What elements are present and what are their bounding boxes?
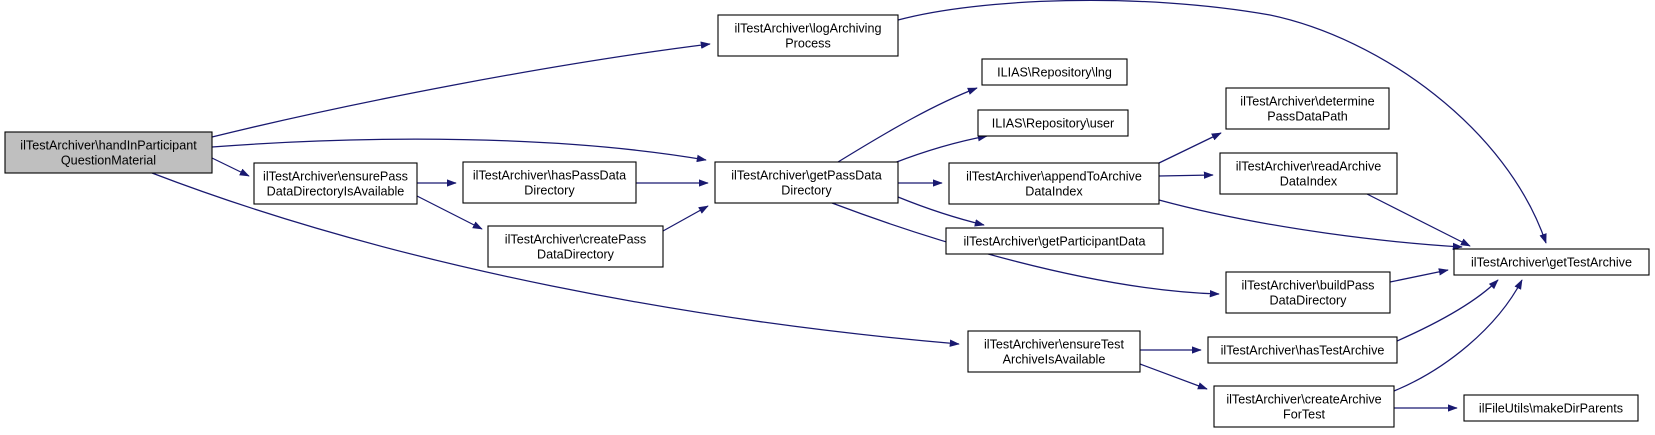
- node-getParticipantData[interactable]: ilTestArchiver\getParticipantData: [945, 227, 1164, 255]
- node-box-hasTestArchive[interactable]: [1207, 336, 1398, 364]
- node-label-buildPassDataDirectory-line2: DataDirectory: [1270, 294, 1348, 308]
- node-box-ilias-repository-user[interactable]: [977, 109, 1129, 137]
- edge-handInParticipantQuestionMaterial--ensurePassDataDirectoryIsAvailable: [211, 157, 250, 177]
- node-label-logArchivingProcess-line1: ilTestArchiver\logArchiving: [735, 22, 882, 36]
- edge-appendToArchiveDataIndex--readArchiveDataIndex: [1158, 171, 1214, 179]
- edge-ensurePassDataDirectoryIsAvailable--createPassDataDirectory: [416, 195, 483, 230]
- edge-readArchiveDataIndex--getTestArchive: [1366, 193, 1471, 247]
- node-label-createArchiveForTest-line2: ForTest: [1283, 408, 1325, 422]
- edge-appendToArchiveDataIndex--getTestArchive: [1158, 199, 1463, 251]
- node-label-determinePassDataPath-line2: PassDataPath: [1267, 110, 1348, 124]
- node-label-getTestArchive-line1: ilTestArchiver\getTestArchive: [1471, 256, 1632, 270]
- edge-getPassDataDirectory--buildPassDataDirectory: [831, 202, 1220, 298]
- node-box-ensureTestArchiveIsAvailable[interactable]: [967, 330, 1141, 373]
- edge-appendToArchiveDataIndex--determinePassDataPath: [1158, 132, 1222, 164]
- node-ensurePassDataDirectoryIsAvailable[interactable]: ilTestArchiver\ensurePassDataDirectoryIs…: [253, 162, 418, 205]
- node-box-readArchiveDataIndex[interactable]: [1219, 152, 1398, 195]
- node-label-createPassDataDirectory-line1: ilTestArchiver\createPass: [505, 233, 646, 247]
- node-getTestArchive[interactable]: ilTestArchiver\getTestArchive: [1453, 248, 1650, 276]
- node-box-createPassDataDirectory[interactable]: [487, 225, 664, 268]
- node-ilias-repository-lng[interactable]: ILIAS\Repository\lng: [981, 58, 1128, 86]
- node-box-getParticipantData[interactable]: [945, 227, 1164, 255]
- node-box-buildPassDataDirectory[interactable]: [1225, 271, 1391, 314]
- node-hasTestArchive[interactable]: ilTestArchiver\hasTestArchive: [1207, 336, 1398, 364]
- node-label-ensurePassDataDirectoryIsAvailable-line1: ilTestArchiver\ensurePass: [263, 170, 408, 184]
- node-box-hasPassDataDirectory[interactable]: [462, 161, 637, 204]
- node-box-ensurePassDataDirectoryIsAvailable[interactable]: [253, 162, 418, 205]
- edge-hasTestArchive--getTestArchive: [1396, 279, 1499, 342]
- node-label-ilias-repository-lng-line1: ILIAS\Repository\lng: [997, 66, 1112, 80]
- node-label-handInParticipantQuestionMaterial-line1: ilTestArchiver\handInParticipant: [20, 139, 197, 153]
- node-box-determinePassDataPath[interactable]: [1225, 87, 1390, 130]
- node-box-appendToArchiveDataIndex[interactable]: [948, 162, 1160, 205]
- node-label-determinePassDataPath-line1: ilTestArchiver\determine: [1240, 95, 1374, 109]
- edge-handInParticipantQuestionMaterial--logArchivingProcess: [211, 41, 711, 138]
- node-handInParticipantQuestionMaterial[interactable]: ilTestArchiver\handInParticipantQuestion…: [4, 131, 213, 174]
- node-label-handInParticipantQuestionMaterial-line2: QuestionMaterial: [61, 154, 156, 168]
- node-label-readArchiveDataIndex-line2: DataIndex: [1280, 175, 1338, 189]
- edge-handInParticipantQuestionMaterial--getPassDataDirectory: [211, 138, 707, 163]
- edge-getPassDataDirectory--getParticipantData: [897, 196, 985, 227]
- node-label-hasTestArchive-line1: ilTestArchiver\hasTestArchive: [1221, 344, 1385, 358]
- node-ilias-repository-user[interactable]: ILIAS\Repository\user: [977, 109, 1129, 137]
- node-label-createArchiveForTest-line1: ilTestArchiver\createArchive: [1226, 393, 1381, 407]
- edge-logArchivingProcess--getTestArchive: [897, 0, 1547, 244]
- node-label-getPassDataDirectory-line1: ilTestArchiver\getPassData: [731, 169, 882, 183]
- node-ensureTestArchiveIsAvailable[interactable]: ilTestArchiver\ensureTestArchiveIsAvaila…: [967, 330, 1141, 373]
- node-label-hasPassDataDirectory-line1: ilTestArchiver\hasPassData: [473, 169, 626, 183]
- edge-getPassDataDirectory--ilias-repository-lng: [837, 87, 978, 163]
- node-box-handInParticipantQuestionMaterial[interactable]: [4, 131, 213, 174]
- node-makeDirParents[interactable]: ilFileUtils\makeDirParents: [1463, 394, 1639, 422]
- edge-buildPassDataDirectory--getTestArchive: [1389, 268, 1449, 283]
- edge-createPassDataDirectory--getPassDataDirectory: [662, 205, 709, 232]
- node-label-ensurePassDataDirectoryIsAvailable-line2: DataDirectoryIsAvailable: [267, 185, 405, 199]
- edge-handInParticipantQuestionMaterial--ensureTestArchiveIsAvailable: [151, 172, 960, 347]
- node-label-hasPassDataDirectory-line2: Directory: [524, 184, 575, 198]
- node-box-ilias-repository-lng[interactable]: [981, 58, 1128, 86]
- node-label-logArchivingProcess-line2: Process: [785, 37, 831, 51]
- node-label-getParticipantData-line1: ilTestArchiver\getParticipantData: [964, 235, 1146, 249]
- node-box-getTestArchive[interactable]: [1453, 248, 1650, 276]
- edge-ensureTestArchiveIsAvailable--createArchiveForTest: [1139, 363, 1208, 390]
- node-label-readArchiveDataIndex-line1: ilTestArchiver\readArchive: [1236, 160, 1382, 174]
- node-label-createPassDataDirectory-line2: DataDirectory: [537, 248, 615, 262]
- node-label-makeDirParents-line1: ilFileUtils\makeDirParents: [1479, 402, 1623, 416]
- node-label-appendToArchiveDataIndex-line1: ilTestArchiver\appendToArchive: [966, 170, 1142, 184]
- node-box-makeDirParents[interactable]: [1463, 394, 1639, 422]
- node-label-getPassDataDirectory-line2: Directory: [781, 184, 832, 198]
- node-label-ensureTestArchiveIsAvailable-line2: ArchiveIsAvailable: [1003, 353, 1106, 367]
- edge-getPassDataDirectory--ilias-repository-user: [893, 134, 988, 164]
- node-box-createArchiveForTest[interactable]: [1213, 385, 1395, 428]
- node-box-getPassDataDirectory[interactable]: [714, 161, 899, 204]
- node-label-appendToArchiveDataIndex-line2: DataIndex: [1025, 185, 1083, 199]
- node-label-ensureTestArchiveIsAvailable-line1: ilTestArchiver\ensureTest: [984, 338, 1124, 352]
- node-box-logArchivingProcess[interactable]: [717, 14, 899, 57]
- node-label-buildPassDataDirectory-line1: ilTestArchiver\buildPass: [1242, 279, 1375, 293]
- edge-createArchiveForTest--getTestArchive: [1393, 279, 1523, 392]
- node-label-ilias-repository-user-line1: ILIAS\Repository\user: [992, 117, 1115, 131]
